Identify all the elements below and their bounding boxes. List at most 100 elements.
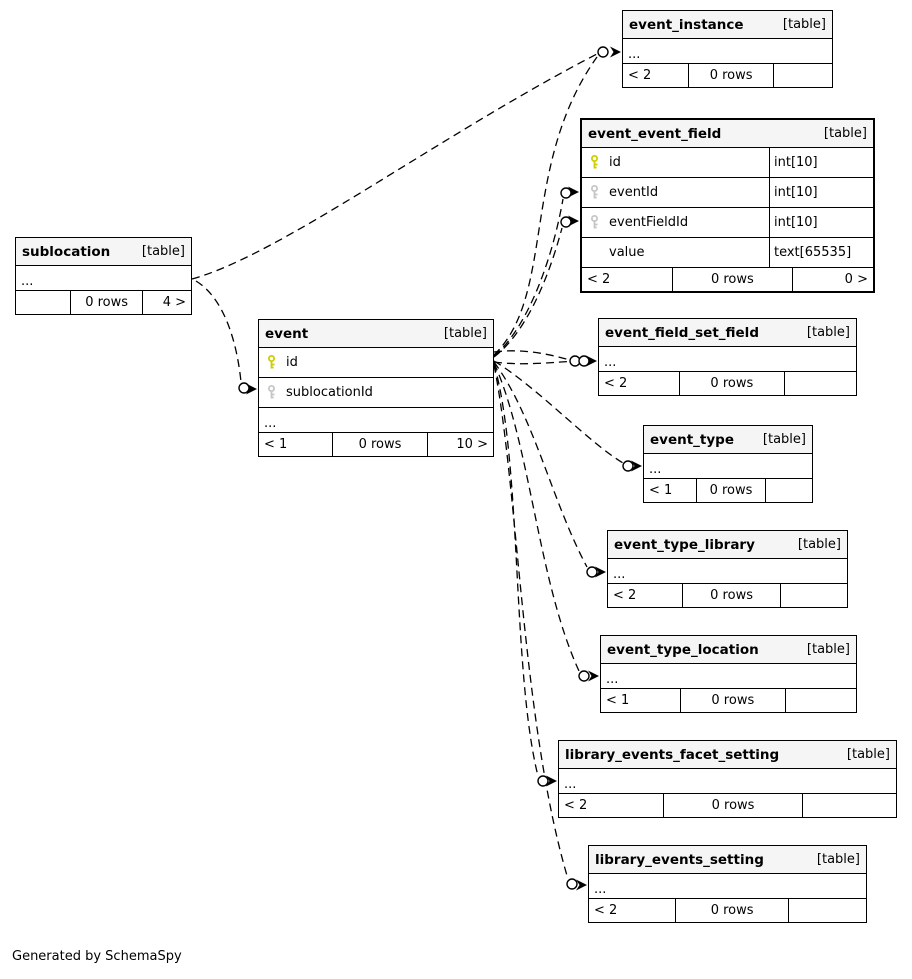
row-count: 0 rows (696, 479, 765, 502)
relationship-line-sublocation-event_instance (191, 53, 598, 280)
parents-count (764, 479, 812, 502)
table-footer: 0 rows 4 > (16, 290, 191, 314)
table-tag: [table] (816, 852, 860, 867)
column-row[interactable]: id (259, 348, 493, 377)
table-footer: < 2 0 rows (608, 583, 847, 607)
table-event_instance[interactable]: event_instance [table] ... < 2 0 rows (622, 10, 833, 88)
table-header[interactable]: event_instance [table] (623, 11, 832, 39)
table-header[interactable]: event_event_field [table] (582, 120, 873, 148)
children-count: < 2 (628, 68, 652, 83)
hidden-columns-row: ... (649, 462, 662, 477)
row-count: 0 rows (663, 794, 801, 817)
fk-arrowhead (586, 355, 597, 367)
zero-many-circle (578, 355, 590, 367)
table-name: library_events_setting (595, 851, 764, 868)
hidden-columns-row: ... (613, 567, 626, 582)
table-footer: < 2 0 rows (559, 793, 896, 817)
zero-many-circle (560, 187, 572, 199)
table-footer: < 1 0 rows (644, 478, 812, 502)
column-type: int[10] (769, 148, 873, 177)
children-count: < 1 (649, 483, 673, 498)
relationship-line-event-event_field_set_field-a (493, 350, 571, 361)
hidden-columns-row: ... (21, 274, 34, 289)
fk-arrowhead (595, 566, 606, 578)
relationship-line-event-event_type_location (493, 362, 580, 672)
table-name: event_type_location (607, 641, 759, 658)
table-header[interactable]: event_type_location [table] (601, 636, 856, 664)
table-library_events_facet_setting[interactable]: library_events_facet_setting [table] ...… (558, 740, 897, 818)
zero-many-circle (622, 460, 634, 472)
row-count: 0 rows (674, 899, 789, 922)
zero-many-circle (537, 775, 549, 787)
children-count: < 2 (613, 588, 637, 603)
fk-arrowhead (588, 670, 599, 682)
primary-key-icon (590, 155, 599, 170)
table-footer: < 2 0 rows (589, 898, 866, 922)
table-tag: [table] (762, 432, 806, 447)
table-header[interactable]: event_type_library [table] (608, 531, 847, 559)
generator-credit: Generated by SchemaSpy (12, 949, 182, 964)
column-row[interactable]: value text[65535] (582, 237, 873, 267)
hidden-columns-row: ... (259, 407, 493, 432)
hidden-columns-row: ... (594, 882, 607, 897)
table-tag: [table] (823, 126, 867, 141)
column-name: value (609, 245, 645, 260)
relationship-line-event-eventFieldId (493, 227, 563, 358)
parents-count (788, 899, 866, 922)
table-header[interactable]: library_events_setting [table] (589, 846, 866, 874)
table-header[interactable]: event_type [table] (644, 426, 812, 454)
children-count: < 2 (564, 798, 588, 813)
table-tag: [table] (846, 747, 890, 762)
fk-arrowhead (568, 186, 579, 198)
zero-many-circle (560, 216, 572, 228)
parents-count (780, 584, 847, 607)
table-event_type_location[interactable]: event_type_location [table] ... < 1 0 ro… (600, 635, 857, 713)
table-tag: [table] (797, 537, 841, 552)
children-count: < 1 (264, 437, 288, 452)
column-name: eventFieldId (609, 215, 689, 230)
table-header[interactable]: event_field_set_field [table] (599, 319, 856, 347)
table-event_type[interactable]: event_type [table] ... < 1 0 rows (643, 425, 813, 503)
table-footer: < 2 0 rows (623, 63, 832, 87)
hidden-columns-row: ... (604, 355, 617, 370)
column-type: int[10] (769, 178, 873, 207)
table-tag: [table] (782, 17, 826, 32)
table-header[interactable]: event [table] (259, 320, 493, 348)
table-sublocation[interactable]: sublocation [table] ... 0 rows 4 > (15, 237, 192, 315)
column-row[interactable]: eventId int[10] (582, 177, 873, 207)
zero-many-circle (597, 46, 609, 58)
table-header[interactable]: library_events_facet_setting [table] (559, 741, 896, 769)
parents-count (784, 689, 856, 712)
foreign-key-icon (267, 385, 276, 400)
table-header[interactable]: sublocation [table] (16, 238, 191, 266)
relationship-line-event-library_events_setting (493, 364, 569, 880)
zero-many-circle (578, 670, 590, 682)
column-row[interactable]: id int[10] (582, 148, 873, 177)
parents-count: 10 > (427, 433, 493, 456)
table-footer: < 2 0 rows 0 > (582, 267, 873, 291)
table-name: event_type (650, 431, 734, 448)
table-name: event_event_field (588, 125, 722, 142)
fk-arrowhead (576, 879, 587, 891)
column-row[interactable]: sublocationId (259, 377, 493, 407)
fk-arrowhead (246, 383, 257, 395)
fk-arrowhead (610, 46, 621, 58)
table-name: event (265, 325, 309, 342)
zero-many-circle (566, 878, 578, 890)
table-event_type_library[interactable]: event_type_library [table] ... < 2 0 row… (607, 530, 848, 608)
children-count: < 2 (587, 272, 611, 287)
parents-count (801, 794, 896, 817)
table-event[interactable]: event [table] id sublocationId ... < 1 0… (258, 319, 494, 457)
parents-count (784, 372, 856, 395)
table-event_field_set_field[interactable]: event_field_set_field [table] ... < 2 0 … (598, 318, 857, 396)
column-row[interactable]: eventFieldId int[10] (582, 207, 873, 237)
relationship-line-sublocation-event (195, 280, 242, 383)
fk-arrowhead (631, 460, 642, 472)
foreign-key-icon (590, 185, 599, 200)
table-event_event_field[interactable]: event_event_field [table] id int[10] eve… (580, 118, 875, 293)
column-name: id (609, 155, 621, 170)
table-library_events_setting[interactable]: library_events_setting [table] ... < 2 0… (588, 845, 867, 923)
table-footer: < 1 0 rows 10 > (259, 432, 493, 456)
table-name: library_events_facet_setting (565, 746, 780, 763)
hidden-columns-row: ... (606, 672, 619, 687)
